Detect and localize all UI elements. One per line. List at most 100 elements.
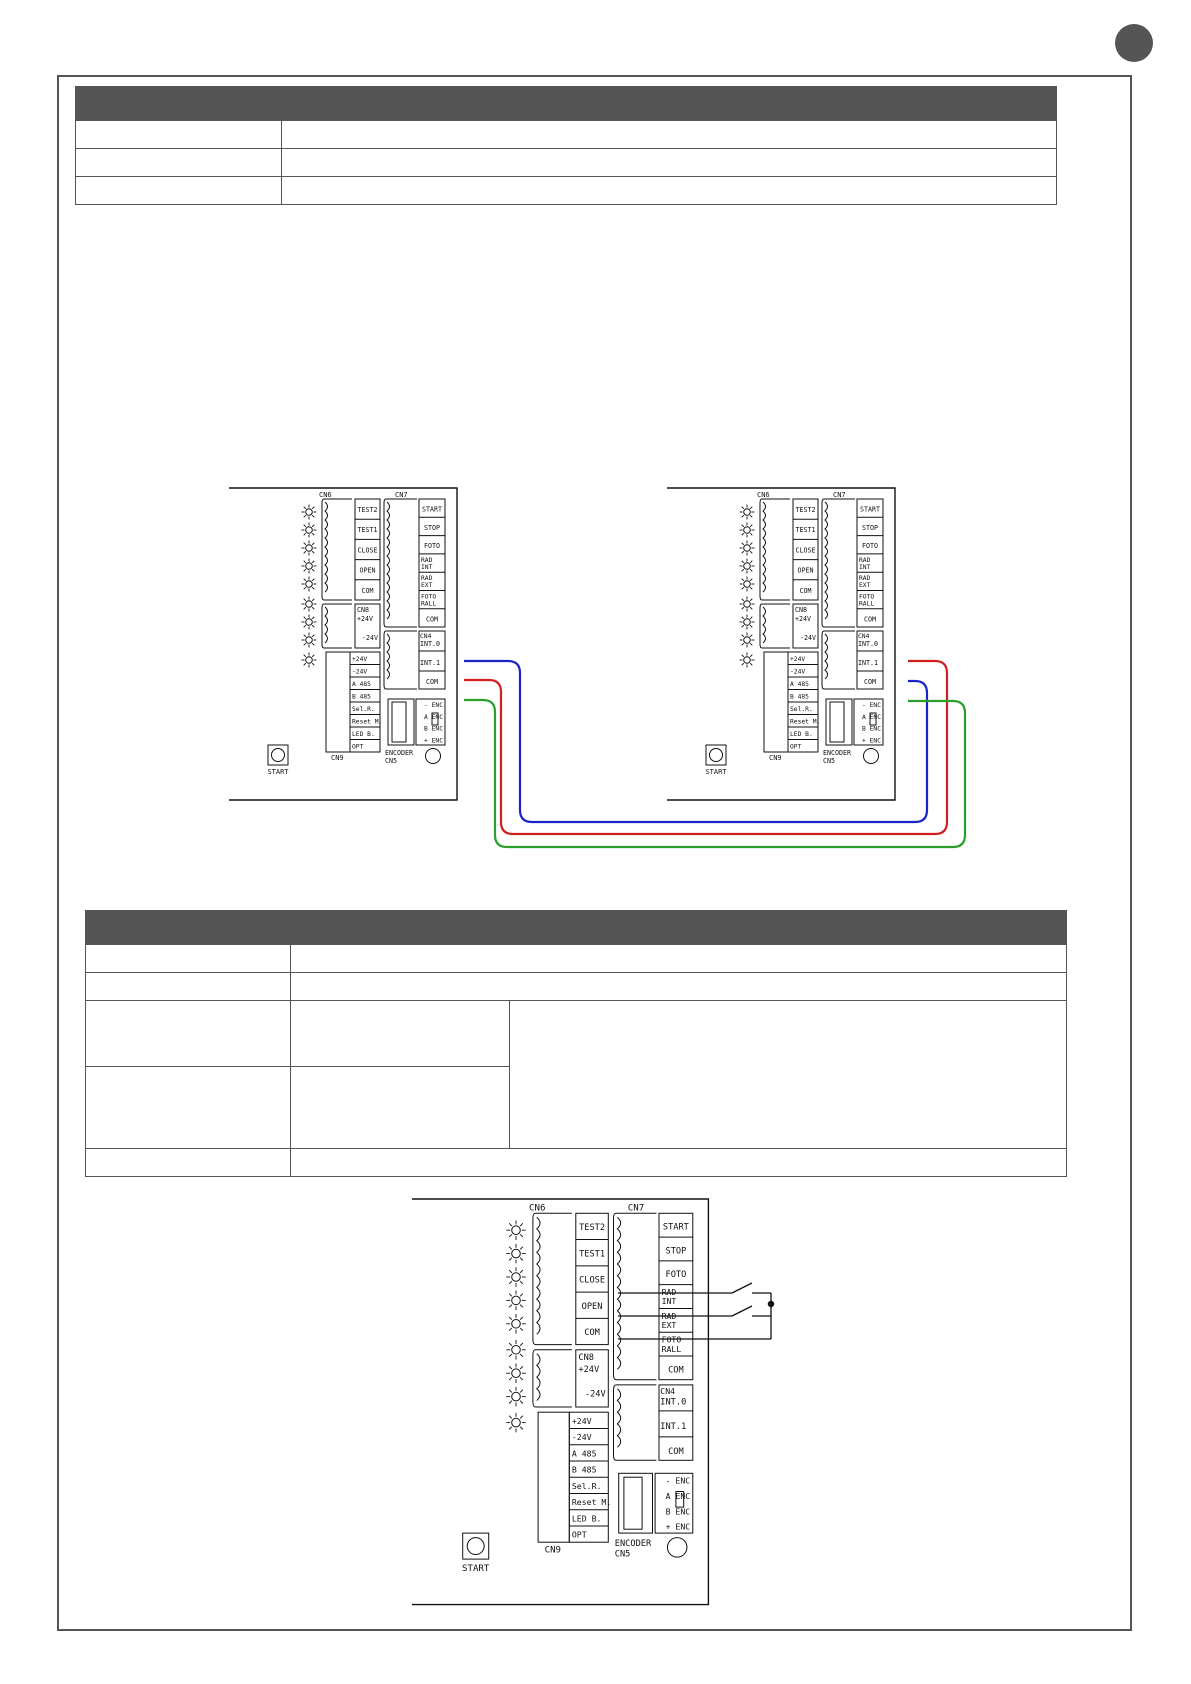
led-ray xyxy=(311,642,315,646)
led-ray xyxy=(303,634,307,638)
led-ray xyxy=(519,1353,524,1358)
led-icon xyxy=(305,526,313,534)
led-ray xyxy=(749,634,753,638)
led-ray xyxy=(741,642,745,646)
led-ray xyxy=(741,506,745,510)
cn6-terminal-label: CLOSE xyxy=(579,1276,605,1286)
led-ray xyxy=(749,642,753,646)
led-ray xyxy=(741,524,745,528)
cn8-label: CN8 xyxy=(795,606,807,614)
led-ray xyxy=(741,532,745,536)
cn7-terminal-label: FOTO xyxy=(666,1270,687,1280)
led-ray xyxy=(311,514,315,518)
led-ray xyxy=(741,634,745,638)
led-icon xyxy=(743,636,751,644)
cn9-connector xyxy=(537,1411,570,1543)
cn7-terminal-label: EXT xyxy=(859,582,871,589)
led-ray xyxy=(749,624,753,628)
encoder-label: ENCODER xyxy=(823,749,851,757)
connector-outline xyxy=(821,630,855,690)
cn9-terminal-label: A 485 xyxy=(572,1448,597,1458)
led-ray xyxy=(311,634,315,638)
cn4-terminal-label: INT.1 xyxy=(858,659,878,667)
led-ray xyxy=(303,662,307,666)
connector-outline xyxy=(821,498,855,628)
cn9-terminal-label: Reset M. xyxy=(352,719,382,726)
cn9-terminal-label: Reset M. xyxy=(790,719,820,726)
connector-outline xyxy=(759,498,790,601)
led-ray xyxy=(311,662,315,666)
cn5-connector-inner xyxy=(623,1476,643,1530)
led-icon xyxy=(743,562,751,570)
cn5-connector xyxy=(387,698,415,746)
cn6-terminal-label: TEST2 xyxy=(579,1223,605,1233)
cn9-terminal-label: OPT xyxy=(790,744,802,751)
led-ray xyxy=(303,616,307,620)
cn4-terminal-label: COM xyxy=(864,678,876,686)
cn4-terminal-label: COM xyxy=(426,678,438,686)
cn5-terminal-block xyxy=(415,698,446,746)
cn7-terminal-label: FOTO xyxy=(421,594,436,601)
cn7-terminal-label: COM xyxy=(864,615,876,623)
led-ray xyxy=(311,616,315,620)
cn5-connector-inner xyxy=(391,701,407,743)
start-button-frame xyxy=(267,744,289,766)
mounting-hole xyxy=(666,1537,688,1558)
led-ray xyxy=(311,506,315,510)
connector-wave xyxy=(536,1216,541,1335)
cn6-terminal-label: TEST1 xyxy=(796,526,816,534)
cn9-terminal-label: -24V xyxy=(790,669,805,676)
table-row xyxy=(85,944,1068,973)
connector-outline xyxy=(321,498,352,601)
cn9-terminal-label: OPT xyxy=(572,1530,587,1540)
cn5-terminal-label: A ENC xyxy=(862,714,881,721)
cn5-terminal-label: A ENC xyxy=(424,714,443,721)
cn7-label: CN7 xyxy=(628,1204,644,1214)
table-row xyxy=(75,148,1057,177)
led-icon xyxy=(511,1391,521,1402)
led-ray xyxy=(311,624,315,628)
cn5-connector xyxy=(825,698,853,746)
cn4-label: CN4 xyxy=(420,633,432,640)
led-ray xyxy=(519,1316,524,1320)
led-ray xyxy=(749,514,753,518)
led-icon xyxy=(743,580,751,588)
start-button-label: START xyxy=(705,768,727,776)
connector-wave xyxy=(762,501,766,593)
led-ray xyxy=(519,1293,524,1297)
led-ray xyxy=(741,654,745,658)
led-ray xyxy=(508,1293,513,1297)
cn4-terminal-block xyxy=(418,630,446,690)
cn9-terminal-label: Reset M. xyxy=(572,1497,611,1507)
connector-outline xyxy=(613,1212,657,1381)
led-ray xyxy=(519,1304,524,1308)
led-ray xyxy=(519,1342,524,1346)
connector-wave xyxy=(324,501,328,593)
cn6-terminal-label: TEST1 xyxy=(358,526,378,534)
cn7-terminal-label: RALL xyxy=(662,1344,682,1354)
led-ray xyxy=(508,1246,513,1250)
cn7-terminal-label: RAD xyxy=(421,575,433,582)
cn5-terminal-label: B ENC xyxy=(862,726,881,733)
led-ray xyxy=(519,1426,524,1430)
table-1-header-row xyxy=(75,86,1057,121)
led-icon xyxy=(511,1295,521,1306)
led-ray xyxy=(508,1389,513,1393)
start-button xyxy=(466,1537,485,1556)
table-row xyxy=(85,1000,1068,1149)
led-ray xyxy=(311,598,315,602)
led-ray xyxy=(311,560,315,564)
cn7-terminal-label: STOP xyxy=(666,1246,687,1256)
board-panel xyxy=(667,487,896,801)
led-icon xyxy=(743,544,751,552)
connector-wave xyxy=(824,633,828,680)
led-ray xyxy=(508,1342,513,1346)
cn4-terminal-label: INT.0 xyxy=(858,640,878,648)
cn9-terminal-label: B 485 xyxy=(352,694,371,701)
led-icon xyxy=(743,508,751,516)
cn9-terminal-label: A 485 xyxy=(790,681,809,688)
cn4-terminal-block xyxy=(658,1384,694,1461)
cn6-terminal-label: TEST2 xyxy=(358,506,378,514)
cn4-label: CN4 xyxy=(858,633,870,640)
